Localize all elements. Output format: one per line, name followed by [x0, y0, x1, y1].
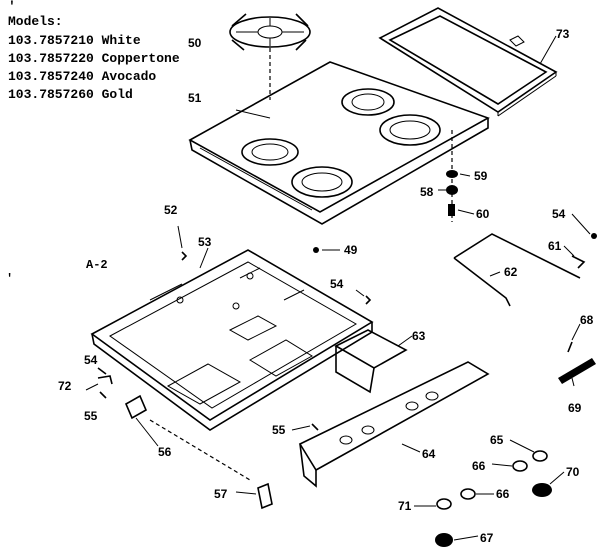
- callout-58: 58: [420, 185, 434, 199]
- strip-part-69: [558, 358, 596, 384]
- callout-66-upper: 66: [472, 459, 486, 473]
- part-57: [257, 482, 273, 510]
- model-line-2: 103.7857220 Coppertone: [8, 51, 180, 66]
- callout-69: 69: [568, 401, 582, 415]
- part-68: [567, 341, 573, 353]
- callout-70: 70: [566, 465, 580, 479]
- callout-52: 52: [164, 203, 178, 217]
- callout-53: 53: [198, 235, 212, 249]
- screw-part-52: [181, 251, 188, 261]
- model-line-3: 103.7857240 Avocado: [8, 69, 156, 84]
- part-59: [446, 170, 458, 178]
- callout-51: 51: [188, 91, 202, 105]
- callout-67: 67: [480, 531, 494, 545]
- models-title: Models:: [8, 14, 63, 29]
- cooktop-part-51: [188, 61, 490, 225]
- callout-55-left: 55: [84, 409, 98, 423]
- callout-54-left: 54: [84, 353, 98, 367]
- callout-57: 57: [214, 487, 228, 501]
- knob-part-66-upper: [512, 460, 528, 472]
- callout-63: 63: [412, 329, 426, 343]
- knob-part-66-lower: [460, 488, 476, 500]
- callout-54-upper: 54: [330, 277, 344, 291]
- control-panel-part-64: [298, 361, 490, 488]
- clip-part-61: [571, 255, 586, 269]
- side-mark: ': [6, 272, 13, 286]
- callout-66-lower: 66: [496, 487, 510, 501]
- part-72: [97, 375, 113, 385]
- callout-55-lower: 55: [272, 423, 286, 437]
- callout-56: 56: [158, 445, 172, 459]
- knob-part-71: [436, 498, 452, 510]
- part-58: [446, 185, 458, 195]
- screw-part-55-left: [99, 391, 107, 399]
- model-line-1: 103.7857210 White: [8, 33, 141, 48]
- knob-part-70: [532, 483, 552, 497]
- part-60: [448, 204, 455, 216]
- knob-part-65: [532, 450, 548, 462]
- screw-part-55-lower: [311, 423, 319, 431]
- bracket-part-63: [334, 329, 408, 394]
- screw-part-54-upper: [365, 295, 372, 305]
- burner-box-part-53: [90, 249, 374, 431]
- callout-50: 50: [188, 36, 202, 50]
- callout-64: 64: [422, 447, 436, 461]
- callout-60: 60: [476, 207, 490, 221]
- grate-part-50: [229, 13, 311, 51]
- callout-71: 71: [398, 499, 412, 513]
- section-label: A-2: [86, 258, 108, 272]
- callout-61: 61: [548, 239, 562, 253]
- corner-mark: ': [8, 0, 16, 14]
- callout-49: 49: [344, 243, 358, 257]
- screw-part-54-left: [97, 367, 107, 375]
- lid-frame-part-73: [378, 7, 558, 117]
- knob-part-67: [435, 533, 453, 547]
- screw-part-54-right: [591, 233, 597, 239]
- callout-62: 62: [504, 265, 518, 279]
- rod-part-62: [453, 233, 581, 307]
- screw-part-49: [313, 247, 319, 253]
- model-line-4: 103.7857260 Gold: [8, 87, 133, 102]
- callout-68: 68: [580, 313, 594, 327]
- callout-59: 59: [474, 169, 488, 183]
- callout-65: 65: [490, 433, 504, 447]
- callout-54-right: 54: [552, 207, 566, 221]
- callout-72: 72: [58, 379, 72, 393]
- bracket-part-56: [124, 394, 148, 420]
- callout-73: 73: [556, 27, 570, 41]
